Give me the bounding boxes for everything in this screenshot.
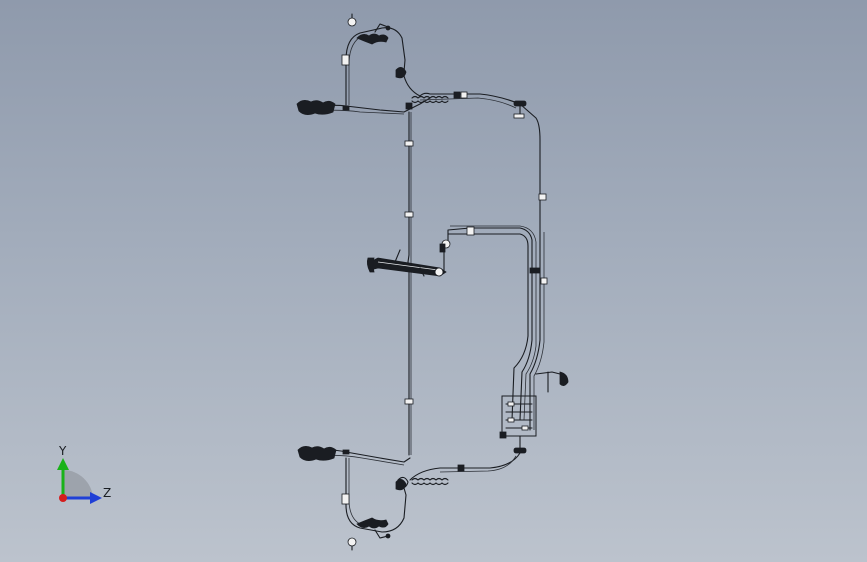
pipe-clip <box>341 54 350 66</box>
pipe-clip <box>538 193 547 201</box>
bottom-crossover-line <box>409 452 521 486</box>
pipe-clip <box>341 493 350 505</box>
main-trunk-line <box>404 102 414 456</box>
coordinate-triad: Y Z <box>57 444 111 504</box>
pipe-clip <box>540 277 548 285</box>
pipe-fitting <box>453 91 461 99</box>
valve-module <box>499 395 537 454</box>
y-axis-arrowhead <box>57 458 69 470</box>
front-left-hose-assembly <box>296 13 431 115</box>
hose-coupling <box>395 67 407 79</box>
z-axis-label: Z <box>103 486 111 500</box>
pipe-fitting <box>457 464 465 472</box>
triad-quadrant <box>63 469 93 498</box>
pipe-clip <box>404 398 414 405</box>
pipe-clip <box>466 226 475 236</box>
brake-caliper <box>356 33 389 45</box>
pipe-clip <box>404 211 414 218</box>
pipe-clip <box>404 140 414 147</box>
top-crossover-line <box>411 91 547 231</box>
hose-end-fitting <box>559 371 569 386</box>
bleeder-fitting <box>347 537 357 547</box>
tee-fitting <box>513 100 527 107</box>
tee-fitting <box>513 447 527 454</box>
mid-pipe-network <box>439 225 569 431</box>
hose-coupling <box>395 479 407 491</box>
brake-caliper <box>356 517 389 529</box>
caliper-left-top <box>296 100 336 115</box>
z-axis-arrowhead <box>90 492 102 504</box>
y-axis-label: Y <box>58 444 67 458</box>
bleeder-fitting <box>347 17 357 27</box>
mid-axle-bracket <box>366 249 447 277</box>
caliper-left-bottom <box>297 446 337 461</box>
x-axis-origin <box>59 494 67 502</box>
rear-left-hose-assembly <box>297 446 411 551</box>
